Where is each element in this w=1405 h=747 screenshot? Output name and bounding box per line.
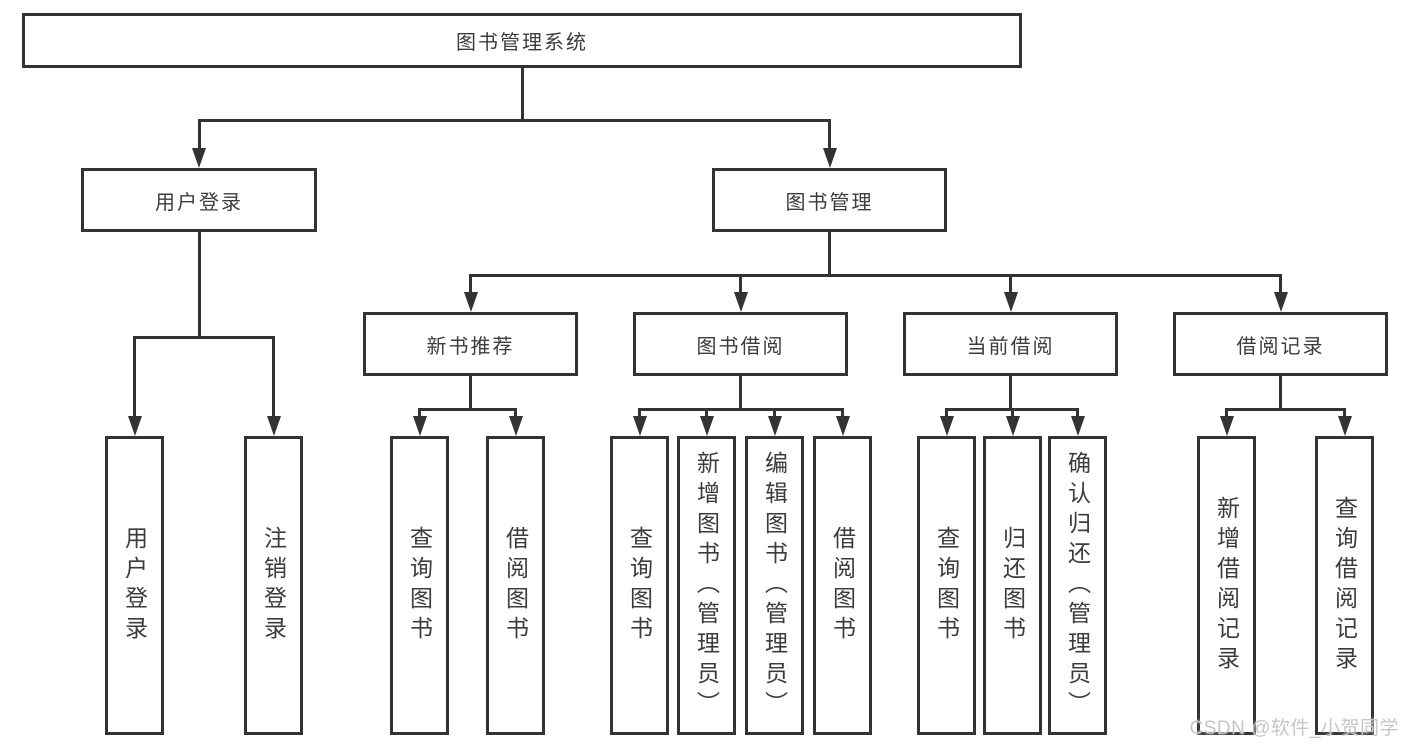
arrow-down-icon-leaf-cb-return-book (1005, 416, 1020, 436)
node-root: 图书管理系统 (22, 13, 1022, 68)
node-leaf-nbr-query-book: 查询图书 (390, 436, 449, 735)
connector-drop-leaf-cb-return-book (1011, 408, 1014, 418)
connector-drop-leaf-br-add-record (1225, 408, 1228, 418)
connector-rail-book-management (469, 274, 1282, 277)
arrow-down-icon-book-management (822, 148, 837, 168)
connector-drop-book-management (828, 119, 831, 150)
node-label-leaf-br-add-record: 新增借阅记录 (1213, 495, 1240, 676)
arrow-down-icon-leaf-bb-query-book (632, 416, 647, 436)
node-leaf-br-add-record: 新增借阅记录 (1197, 436, 1256, 735)
arrow-down-icon-leaf-bb-borrow-book (835, 416, 850, 436)
connector-rail-root (197, 119, 831, 122)
connector-drop-leaf-logout (272, 336, 275, 418)
arrow-down-icon-book-borrowing (733, 292, 748, 312)
connector-stem-new-book-recommendation (469, 376, 472, 411)
connector-rail-new-book-recommendation (418, 408, 517, 411)
connector-drop-current-borrowing (1009, 274, 1012, 294)
node-leaf-cb-return-book: 归还图书 (983, 436, 1042, 735)
arrow-down-icon-leaf-logout (266, 416, 281, 436)
node-user-login: 用户登录 (81, 168, 317, 232)
node-leaf-bb-add-book: 新增图书（管理员） (677, 436, 736, 735)
node-label-leaf-user-login: 用户登录 (121, 525, 148, 646)
node-label-book-management: 图书管理 (785, 191, 874, 214)
connector-rail-borrowing-records (1225, 408, 1346, 411)
connector-rail-user-login (133, 336, 275, 339)
node-label-leaf-bb-query-book: 查询图书 (626, 525, 653, 646)
node-leaf-user-login: 用户登录 (105, 436, 164, 735)
arrow-down-icon-leaf-br-query-record (1337, 416, 1352, 436)
connector-drop-leaf-bb-query-book (638, 408, 641, 418)
arrow-down-icon-new-book-recommendation (463, 292, 478, 312)
arrow-down-icon-user-login (192, 148, 206, 168)
arrow-down-icon-leaf-br-add-record (1219, 416, 1234, 436)
connector-stem-current-borrowing (1009, 376, 1012, 411)
node-leaf-bb-edit-book: 编辑图书（管理员） (745, 436, 804, 735)
arrow-down-icon-leaf-bb-add-book (699, 416, 714, 436)
connector-stem-root (520, 68, 524, 122)
node-label-leaf-bb-add-book: 新增图书（管理员） (693, 450, 720, 721)
connector-drop-new-book-recommendation (469, 274, 472, 294)
node-label-leaf-cb-query-book: 查询图书 (933, 525, 960, 646)
node-label-borrowing-records: 借阅记录 (1236, 335, 1325, 358)
node-leaf-bb-query-book: 查询图书 (610, 436, 669, 735)
node-book-borrowing: 图书借阅 (633, 312, 848, 376)
arrow-down-icon-leaf-cb-query-book (939, 416, 954, 436)
node-label-new-book-recommendation: 新书推荐 (426, 335, 515, 358)
arrow-down-icon-leaf-bb-edit-book (767, 416, 782, 436)
node-label-root: 图书管理系统 (456, 32, 588, 54)
connector-drop-user-login (197, 119, 201, 150)
connector-stem-user-login (197, 232, 201, 339)
arrow-down-icon-leaf-nbr-query-book (412, 416, 427, 436)
node-new-book-recommendation: 新书推荐 (363, 312, 578, 376)
connector-drop-leaf-user-login (133, 336, 136, 418)
arrow-down-icon-leaf-cb-confirm-return (1070, 416, 1085, 436)
connector-stem-book-borrowing (739, 376, 742, 411)
csdn-watermark: CSDN @软件_小贺同学 (1189, 718, 1399, 739)
node-label-leaf-nbr-borrow-book: 借阅图书 (502, 525, 529, 646)
connector-drop-leaf-bb-add-book (705, 408, 708, 418)
node-label-user-login: 用户登录 (155, 191, 243, 214)
node-label-leaf-nbr-query-book: 查询图书 (406, 525, 433, 646)
connector-drop-book-borrowing (739, 274, 742, 294)
node-current-borrowing: 当前借阅 (903, 312, 1118, 376)
node-borrowing-records: 借阅记录 (1173, 312, 1388, 376)
connector-drop-leaf-nbr-query-book (418, 408, 421, 418)
arrow-down-icon-current-borrowing (1003, 292, 1018, 312)
connector-rail-book-borrowing (638, 408, 844, 411)
node-label-leaf-bb-edit-book: 编辑图书（管理员） (761, 450, 788, 721)
node-leaf-logout: 注销登录 (244, 436, 303, 735)
node-leaf-nbr-borrow-book: 借阅图书 (486, 436, 545, 735)
connector-drop-leaf-bb-borrow-book (841, 408, 844, 418)
arrow-down-icon-leaf-nbr-borrow-book (508, 416, 523, 436)
connector-stem-book-management (828, 232, 831, 277)
node-label-current-borrowing: 当前借阅 (966, 335, 1055, 358)
arrow-down-icon-borrowing-records (1273, 292, 1288, 312)
node-leaf-br-query-record: 查询借阅记录 (1315, 436, 1374, 735)
node-book-management: 图书管理 (712, 168, 947, 232)
node-leaf-bb-borrow-book: 借阅图书 (813, 436, 872, 735)
node-label-leaf-bb-borrow-book: 借阅图书 (829, 525, 856, 646)
connector-drop-leaf-bb-edit-book (773, 408, 776, 418)
connector-stem-borrowing-records (1279, 376, 1282, 411)
node-leaf-cb-query-book: 查询图书 (917, 436, 976, 735)
node-leaf-cb-confirm-return: 确认归还（管理员） (1048, 436, 1107, 735)
node-label-book-borrowing: 图书借阅 (696, 335, 785, 358)
connector-drop-leaf-cb-confirm-return (1076, 408, 1079, 418)
node-label-leaf-br-query-record: 查询借阅记录 (1331, 495, 1358, 676)
connector-drop-leaf-cb-query-book (945, 408, 948, 418)
node-label-leaf-logout: 注销登录 (260, 525, 287, 646)
arrow-down-icon-leaf-user-login (127, 416, 142, 436)
node-label-leaf-cb-confirm-return: 确认归还（管理员） (1064, 450, 1091, 721)
node-label-leaf-cb-return-book: 归还图书 (999, 525, 1026, 646)
connector-drop-leaf-br-query-record (1343, 408, 1346, 418)
connector-drop-borrowing-records (1279, 274, 1282, 294)
connector-drop-leaf-nbr-borrow-book (514, 408, 517, 418)
